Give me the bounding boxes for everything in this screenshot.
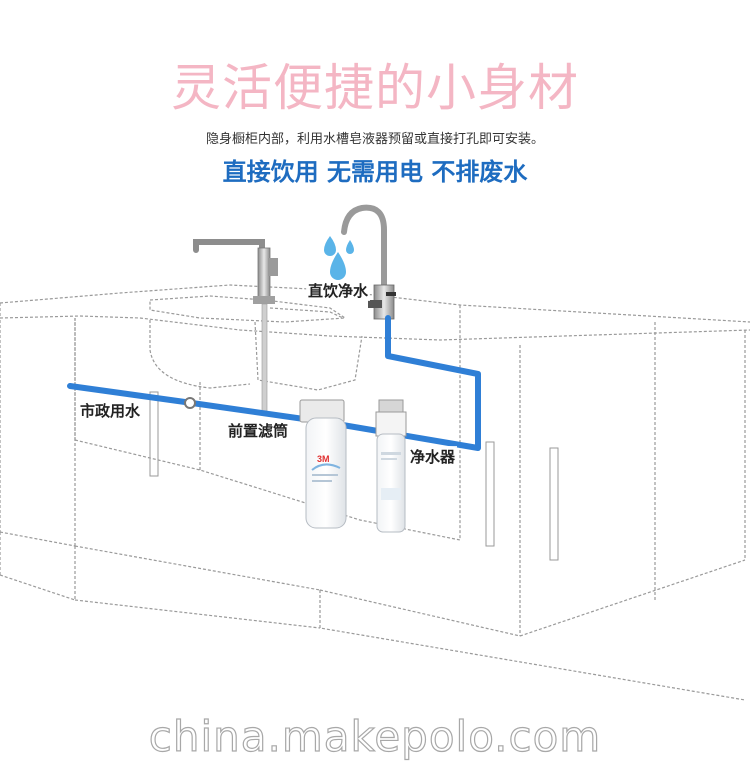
drinking-faucet — [341, 204, 396, 320]
purifier-label: 净水器 — [408, 446, 458, 467]
municipal-water-label: 市政用水 — [78, 400, 143, 421]
wall-valve — [184, 397, 196, 409]
site-watermark: china.makepolo.com — [148, 711, 602, 761]
drinking-faucet-label: 直饮净水 — [306, 280, 371, 301]
cabinet-outline — [0, 305, 746, 701]
pre-filter-cartridge — [299, 399, 347, 529]
pre-filter-label: 前置滤筒 — [226, 420, 291, 441]
kitchen-faucet — [193, 239, 278, 415]
sink-bowl — [149, 320, 363, 391]
install-description: 隐身橱柜内部，利用水槽皂液器预留或直接打孔即可安装。 — [205, 132, 544, 147]
pre-filter-brand-mark: 3M — [317, 454, 330, 464]
feature-headline: 直接饮用 无需用电 不排废水 — [222, 158, 528, 186]
water-drop-icon — [324, 236, 354, 280]
purifier-cartridge — [375, 399, 407, 533]
countertop-outline — [0, 284, 750, 341]
page-title: 灵活便捷的小身材 — [171, 59, 579, 117]
